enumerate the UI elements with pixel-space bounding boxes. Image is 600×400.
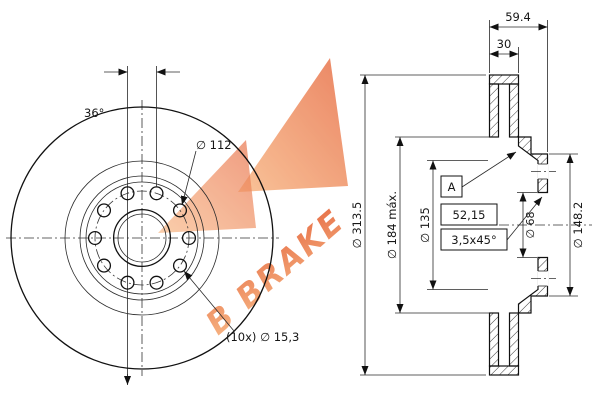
hole-gap [537,164,549,179]
dimension-box [440,228,508,251]
holes-dimension-label: (10x) ∅ 15,3 [226,330,299,344]
hat-diameter-dimension: ∅ 184 máx. [385,137,404,313]
flange-edge-circle [79,175,205,301]
front-view: 36° ∅ 112 (10x) ∅ 15,3 [6,66,299,385]
bolt-hole-circle [149,275,164,290]
watermark-triangle-icon [238,58,348,192]
outer-diameter-circle [10,106,274,370]
chamfer-callout: 3,5x45° [440,196,543,251]
section-friction-ring-bottom [488,312,520,376]
mounting-depth-callout: 52,15 [440,203,498,226]
leader-line [180,150,197,206]
bolt-circle-dimension: ∅ 112 [180,138,232,206]
bolt-circle-dimension-label: ∅ 112 [196,138,232,152]
bolt-hole-circle [172,203,188,218]
bore-circle [112,208,172,268]
section-cut [488,365,520,376]
inner-diameter-dimension: ∅ 135 [418,160,437,290]
flange-bolt-hole-bottom [531,270,556,287]
hat-edge-circle [64,160,220,316]
bolt-hole-circle [181,230,197,246]
angle-dimension-label: 36° [84,106,104,120]
mounting-depth-label: 52,15 [453,208,486,222]
disc-thickness-dimension-label: 30 [497,37,512,51]
outer-diameter-dimension: ∅ 313.5 [350,75,369,375]
dimension-box [440,203,498,226]
section-view: 59.4 30 ∅ 313.5 ∅ 184 máx. ∅ 135 ∅ 68 ∅ … [350,10,592,376]
section-friction-ring-top [488,74,520,138]
bolt-hole-circle [120,275,135,290]
bolt-hole-circle [120,186,135,201]
leader-line [506,196,543,241]
bolt-hole-circle [96,258,112,273]
bore-diameter-dimension: ∅ 68 [519,192,537,258]
disc-thickness-dimension: 30 [489,37,519,58]
datum-box [440,175,463,198]
flange-diameter-dimension: ∅ 148.2 [566,154,585,296]
section-cut [508,83,520,138]
bolt-hole-circle [87,230,103,246]
flange-bolt-hole-top [531,163,556,180]
bolt-circle-centerline [94,190,190,286]
hat-diameter-dimension-label: ∅ 184 máx. [385,191,399,259]
section-cut [488,312,500,367]
bore-diameter-dimension-label: ∅ 68 [524,211,537,238]
angle-dimension: 36° [84,66,180,187]
hub-face-circle [85,181,199,295]
flange-diameter-dimension-label: ∅ 148.2 [571,202,585,249]
hole-gap [537,271,549,286]
bolt-hole-circle [172,258,188,273]
total-width-dimension: 59.4 [489,10,548,31]
chamfer-label: 3,5x45° [451,233,496,247]
leader-line [183,270,235,332]
watermark-triangle-icon [158,140,256,233]
datum-callout: A [440,151,517,198]
outer-diameter-dimension-label: ∅ 313.5 [350,202,364,249]
leader-line [461,151,517,188]
inner-diameter-dimension-label: ∅ 135 [418,207,432,243]
bore-chamfer-circle [117,213,167,263]
section-cut [508,312,520,367]
section-cut [488,83,500,138]
holes-dimension: (10x) ∅ 15,3 [183,270,299,344]
bolt-hole-circle [96,203,112,218]
section-cut [488,74,520,85]
total-width-dimension-label: 59.4 [505,10,531,24]
datum-label: A [448,180,456,194]
